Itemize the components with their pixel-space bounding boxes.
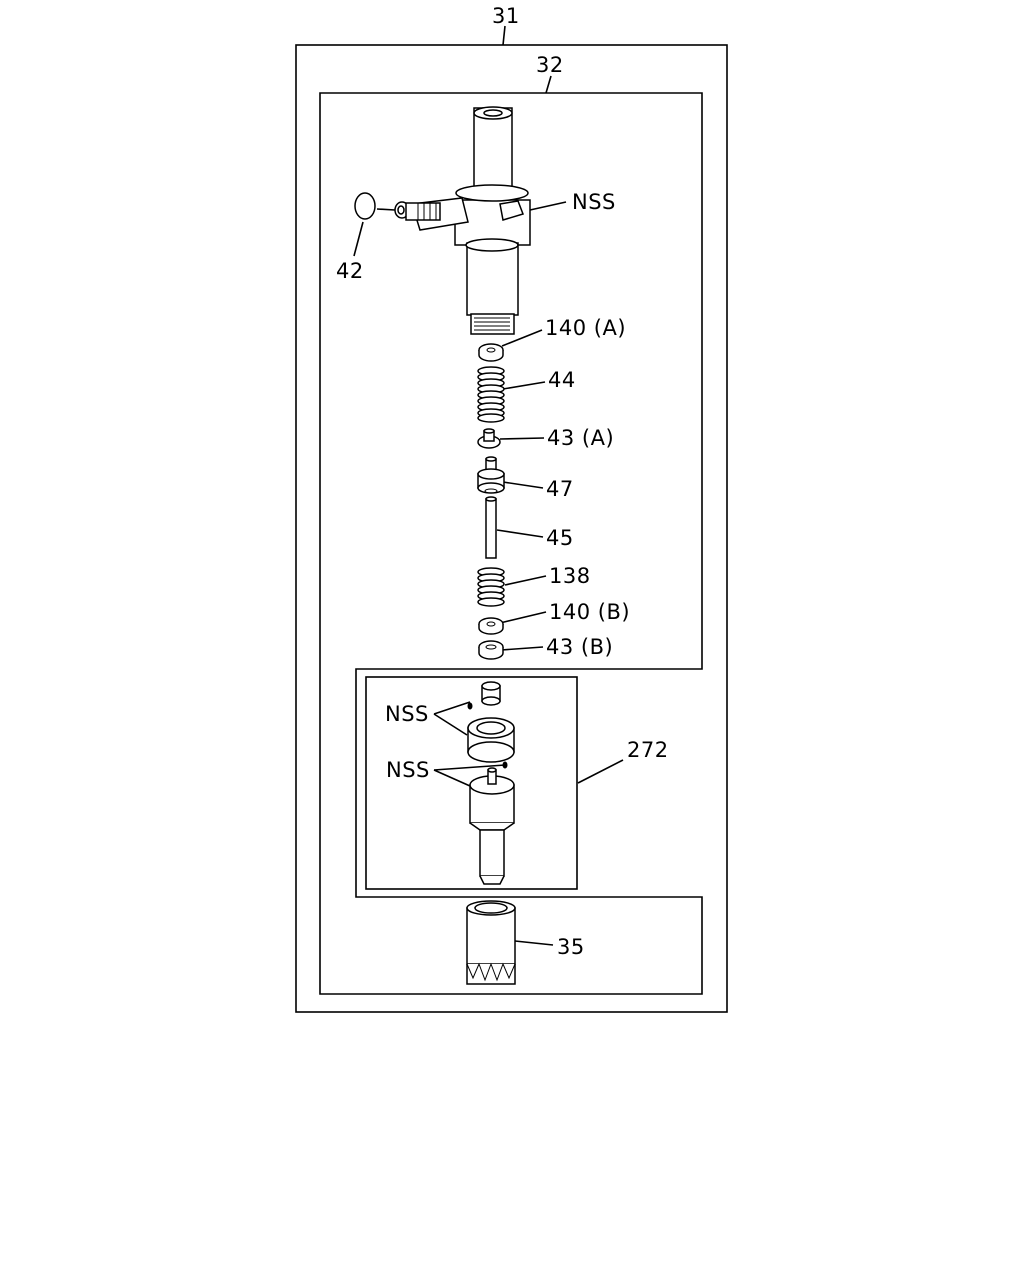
label-140b: 140 (B) — [549, 600, 630, 624]
spring-44 — [477, 366, 505, 423]
leader-lines — [353, 25, 624, 946]
part-47 — [477, 456, 505, 494]
seat-43b — [478, 640, 504, 660]
label-nss-low: NSS — [386, 758, 430, 782]
retaining-nut-35 — [466, 900, 516, 985]
label-nss-mid: NSS — [385, 702, 429, 726]
label-44: 44 — [548, 368, 576, 392]
spring-138 — [477, 567, 505, 607]
label-35: 35 — [557, 935, 585, 959]
assembly-31-frame — [295, 44, 728, 1013]
seat-43a — [477, 428, 501, 449]
label-32: 32 — [536, 53, 564, 77]
label-272: 272 — [627, 738, 669, 762]
nozzle-kit-parts — [467, 681, 515, 885]
washer-140b — [478, 617, 504, 635]
nozzle-kit-frame — [365, 676, 578, 890]
label-nss-top: NSS — [572, 190, 616, 214]
o-ring-42 — [354, 192, 376, 220]
label-138: 138 — [549, 564, 591, 588]
label-45: 45 — [546, 526, 574, 550]
holder-32-frame — [319, 92, 703, 995]
label-43b: 43 (B) — [546, 635, 613, 659]
label-140a: 140 (A) — [545, 316, 626, 340]
push-rod-45 — [485, 496, 497, 559]
label-43a: 43 (A) — [547, 426, 614, 450]
injector-body — [394, 106, 531, 335]
label-31: 31 — [492, 4, 520, 28]
label-47: 47 — [546, 477, 574, 501]
label-42: 42 — [336, 259, 364, 283]
washer-140a — [478, 343, 504, 362]
